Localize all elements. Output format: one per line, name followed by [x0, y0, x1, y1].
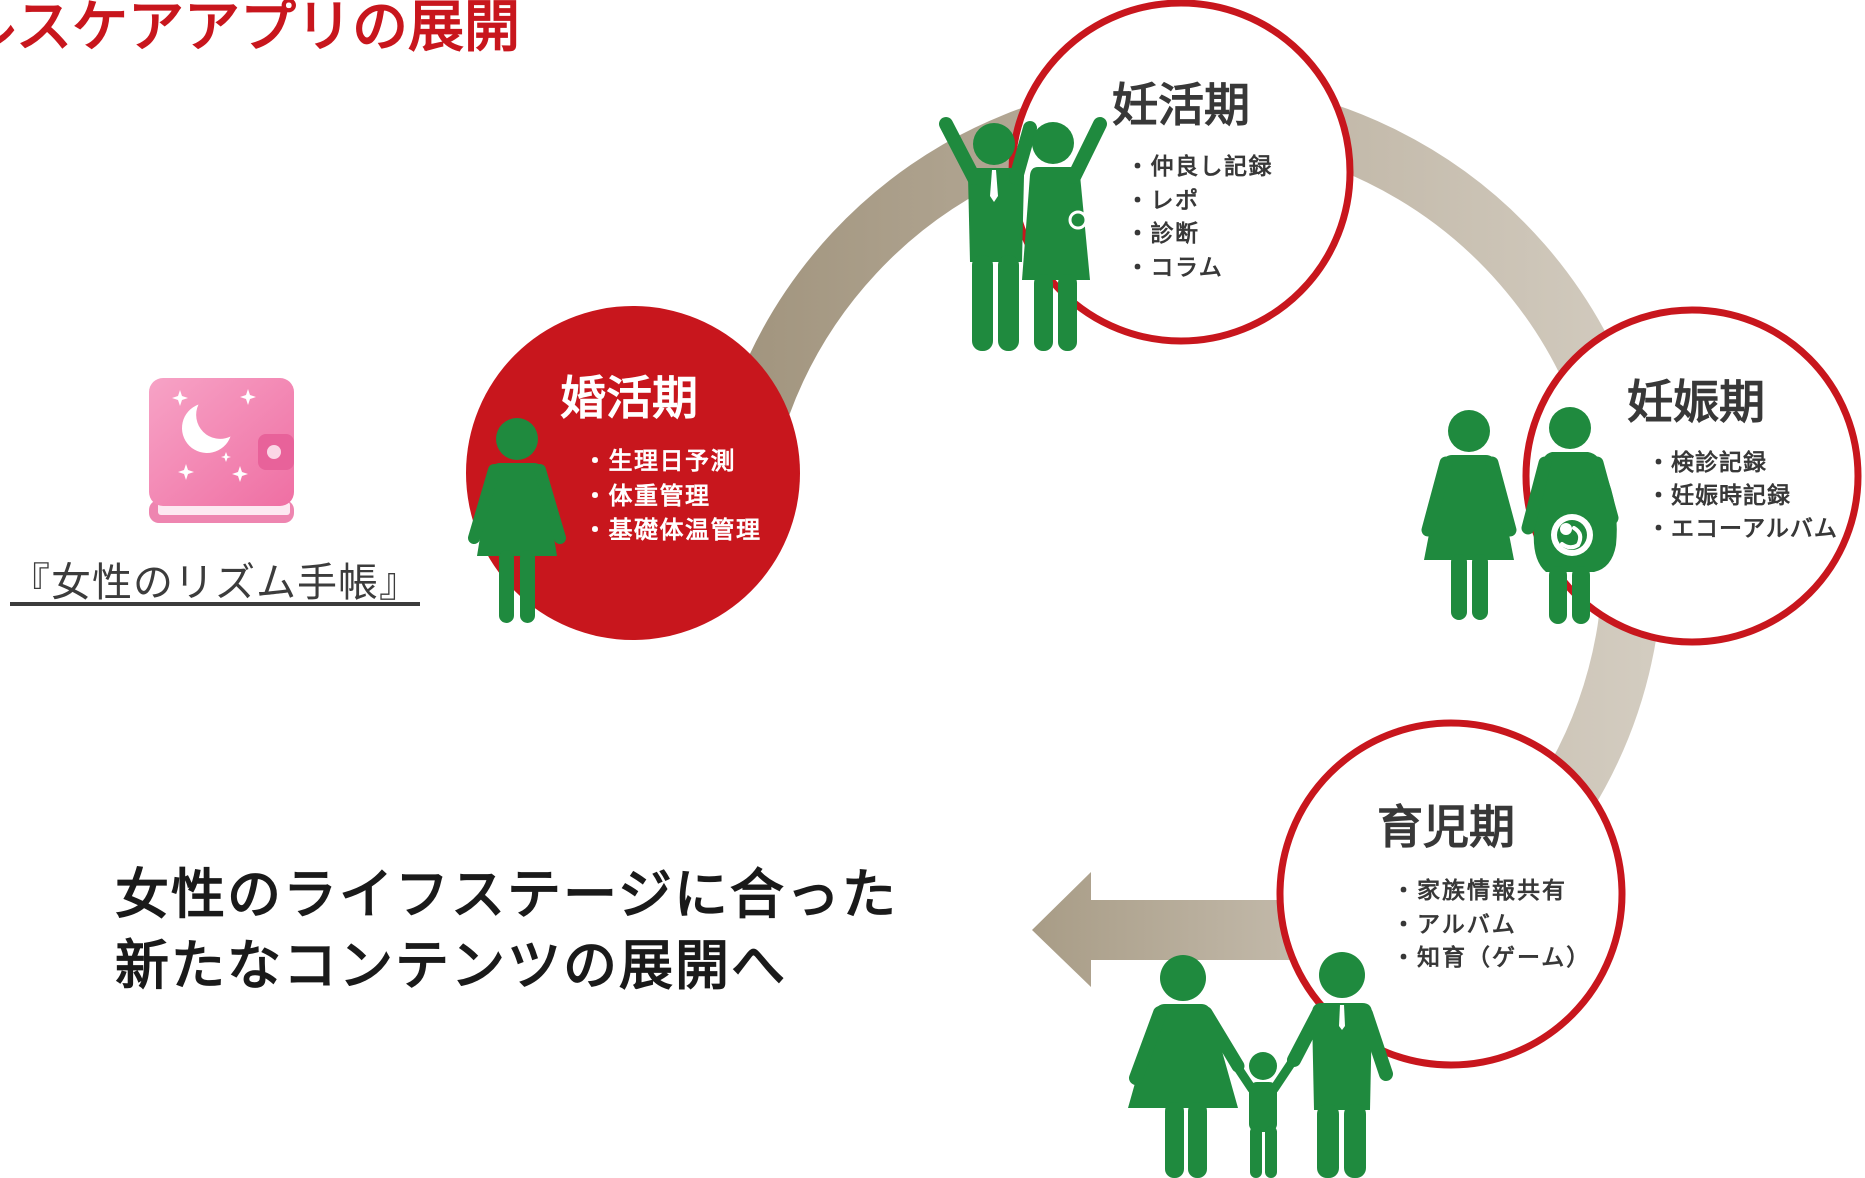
stage-items-ninkatsu: ・仲良し記録 ・レポ ・診断 ・コラム — [1126, 151, 1273, 285]
stage-title-ikuji: 育児期 — [1377, 800, 1515, 854]
woman-icon — [1421, 410, 1517, 620]
stage-title-konkatsu: 婚活期 — [560, 371, 698, 425]
stage-items-ikuji: ・家族情報共有 ・アルバム ・知育（ゲーム） — [1392, 875, 1591, 976]
list-item: ・知育（ゲーム） — [1392, 945, 1592, 971]
left-arrow-icon — [1032, 872, 1310, 987]
list-item: ・妊娠時記録 — [1647, 483, 1791, 509]
single-woman-icon — [468, 418, 566, 623]
page-title: ルスケアアプリの展開 — [0, 0, 520, 60]
main-message: 女性のライフステージに合った 新たなコンテンツの展開へ — [115, 859, 898, 1001]
couple-icon — [939, 117, 1107, 351]
book-moon-icon — [149, 378, 294, 523]
stage-items-ninshin: ・検診記録 ・妊娠時記録 ・エコーアルバム — [1647, 447, 1838, 546]
baby-icon — [1551, 514, 1593, 556]
message-line-1: 女性のライフステージに合った — [115, 863, 898, 926]
list-item: ・エコーアルバム — [1647, 516, 1838, 542]
stage-circle-konkatsu — [466, 306, 800, 640]
family-icon — [1128, 952, 1393, 1178]
list-item: ・生理日予測 — [583, 447, 736, 475]
list-item: ・コラム — [1126, 254, 1224, 281]
list-item: ・診断 — [1126, 221, 1200, 247]
stage-circle-ikuji — [1276, 719, 1626, 1069]
list-item: ・仲良し記録 — [1126, 154, 1273, 180]
list-item: ・体重管理 — [583, 481, 711, 510]
stage-title-ninshin: 妊娠期 — [1627, 375, 1765, 429]
app-name-link[interactable]: 『女性のリズム手帳』 — [10, 560, 420, 606]
pregnant-woman-icon — [1521, 407, 1619, 624]
message-line-2: 新たなコンテンツの展開へ — [115, 934, 787, 997]
list-item: ・アルバム — [1392, 911, 1517, 938]
list-item: ・家族情報共有 — [1392, 878, 1567, 904]
list-item: ・レポ — [1126, 187, 1200, 214]
list-item: ・検診記録 — [1647, 450, 1767, 476]
list-item: ・基礎体温管理 — [583, 516, 762, 544]
stage-items-konkatsu: ・生理日予測 ・体重管理 ・基礎体温管理 — [583, 444, 762, 548]
stage-title-ninkatsu: 妊活期 — [1112, 78, 1250, 132]
